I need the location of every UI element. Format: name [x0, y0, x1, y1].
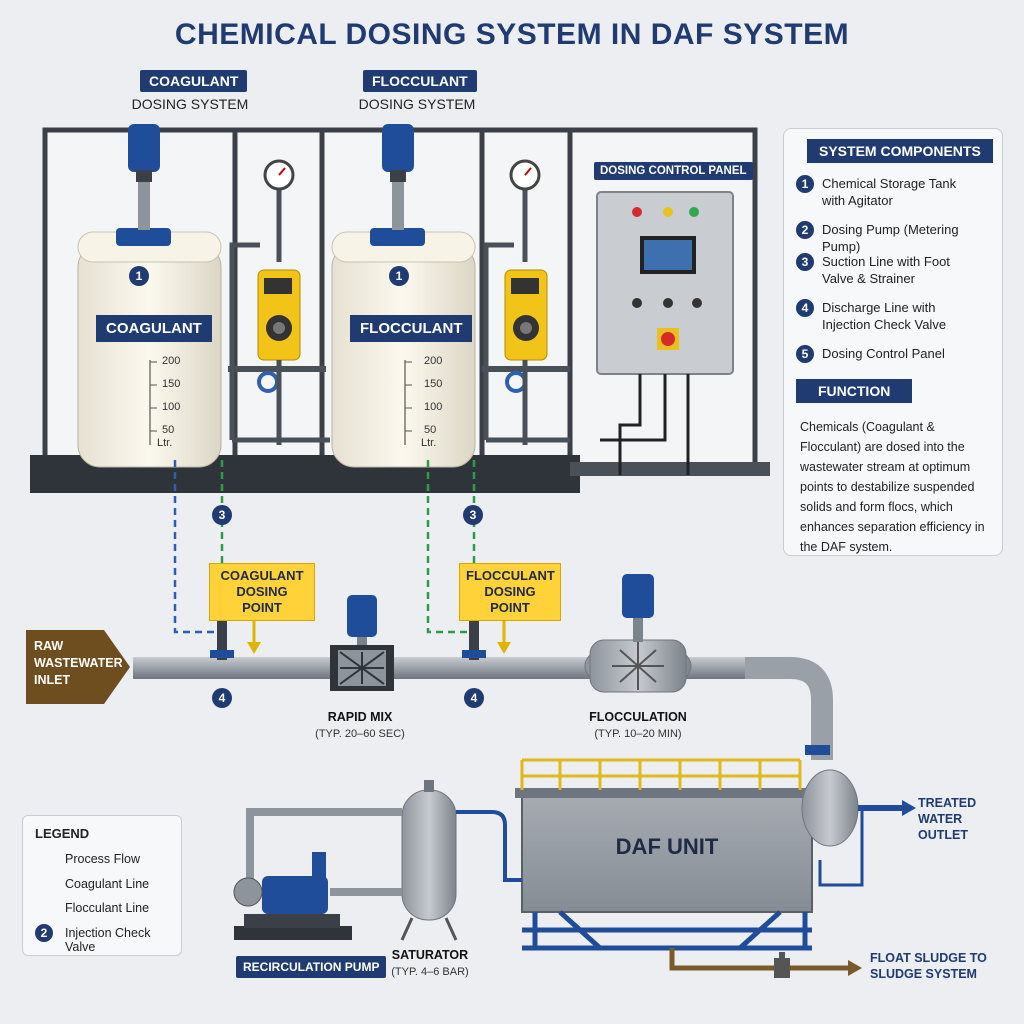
- flocculant-unit: Ltr.: [421, 437, 437, 449]
- coagulant-sub: DOSING SYSTEM: [131, 96, 249, 112]
- control-panel-label: DOSING CONTROL PANEL: [594, 162, 753, 180]
- suction-marker-coagulant: 3: [212, 505, 232, 525]
- coagulant-dosing-pump: [228, 159, 330, 445]
- legend-flocculant: Flocculant Line: [65, 901, 150, 915]
- recirculation-pump-label: RECIRCULATION PUMP: [236, 956, 387, 978]
- treated-water-outlet-label: TREATED WATER OUTLET: [918, 796, 977, 842]
- coagulant-unit: Ltr.: [157, 437, 173, 449]
- daf-unit-vessel: [515, 745, 859, 951]
- flocculant-dosing-pump: [482, 159, 570, 445]
- function-text: Chemicals (Coagulant & Flocculant) are d…: [800, 420, 985, 554]
- flocculant-dosing-point: FLOCCULANT DOSING POINT: [459, 563, 561, 621]
- coagulant-line: [173, 460, 216, 634]
- legend-check-marker: 2: [35, 924, 53, 942]
- rapid-mix-label: RAPID MIX: [327, 710, 393, 724]
- saturator-vessel: [400, 780, 458, 941]
- flocculant-sub: DOSING SYSTEM: [358, 96, 476, 112]
- flocculation-sub: (TYP. 10–20 MIN): [594, 728, 682, 740]
- function-title: FUNCTION: [796, 379, 913, 403]
- rapid-mix-tank: [330, 595, 394, 691]
- saturator-sub: (TYP. 4–6 BAR): [391, 966, 469, 978]
- saturator-label: SATURATOR: [391, 948, 469, 962]
- recirculation-pump: [233, 852, 352, 940]
- flocculant-chip: FLOCCULANT: [363, 70, 477, 92]
- rapid-mix-sub: (TYP. 20–60 SEC): [315, 728, 405, 740]
- daf-unit-label: DAF UNIT: [615, 834, 719, 859]
- suction-marker-flocculant: 3: [463, 505, 483, 525]
- page-title: CHEMICAL DOSING SYSTEM IN DAF SYSTEM: [174, 18, 850, 51]
- coagulant-tank-label: COAGULANT: [96, 315, 212, 342]
- coagulant-dosing-point: COAGULANT DOSING POINT: [209, 563, 315, 621]
- coagulant-tank: [77, 124, 222, 468]
- coagulant-chip: COAGULANT: [140, 70, 248, 92]
- legend-box: LEGEND Process Flow Coagulant Line Flocc…: [22, 815, 182, 956]
- flocculant-line: [426, 460, 468, 634]
- legend-coagulant: Coagulant Line: [65, 877, 150, 891]
- legend-check: Injection Check Valve: [65, 926, 151, 954]
- flocculant-tank-marker: 1: [389, 266, 409, 286]
- flocculation-label: FLOCCULATION: [589, 710, 687, 724]
- flocculant-tank: [331, 124, 476, 468]
- control-panel-cabinet: [596, 191, 734, 475]
- inlet-label: RAW WASTEWATER INLET: [34, 639, 123, 687]
- discharge-marker-flocculant: 4: [464, 688, 484, 708]
- components-title: SYSTEM COMPONENTS: [807, 139, 993, 163]
- legend-process: Process Flow: [65, 852, 141, 866]
- legend-title: LEGEND: [35, 826, 90, 841]
- flocculant-tank-label: FLOCCULANT: [350, 315, 473, 342]
- discharge-marker-coagulant: 4: [212, 688, 232, 708]
- float-sludge-label: FLOAT SLUDGE TO SLUDGE SYSTEM: [870, 951, 987, 981]
- inlet-arrow: [26, 630, 130, 704]
- coagulant-tank-marker: 1: [129, 266, 149, 286]
- flocculation-tank: [584, 574, 692, 693]
